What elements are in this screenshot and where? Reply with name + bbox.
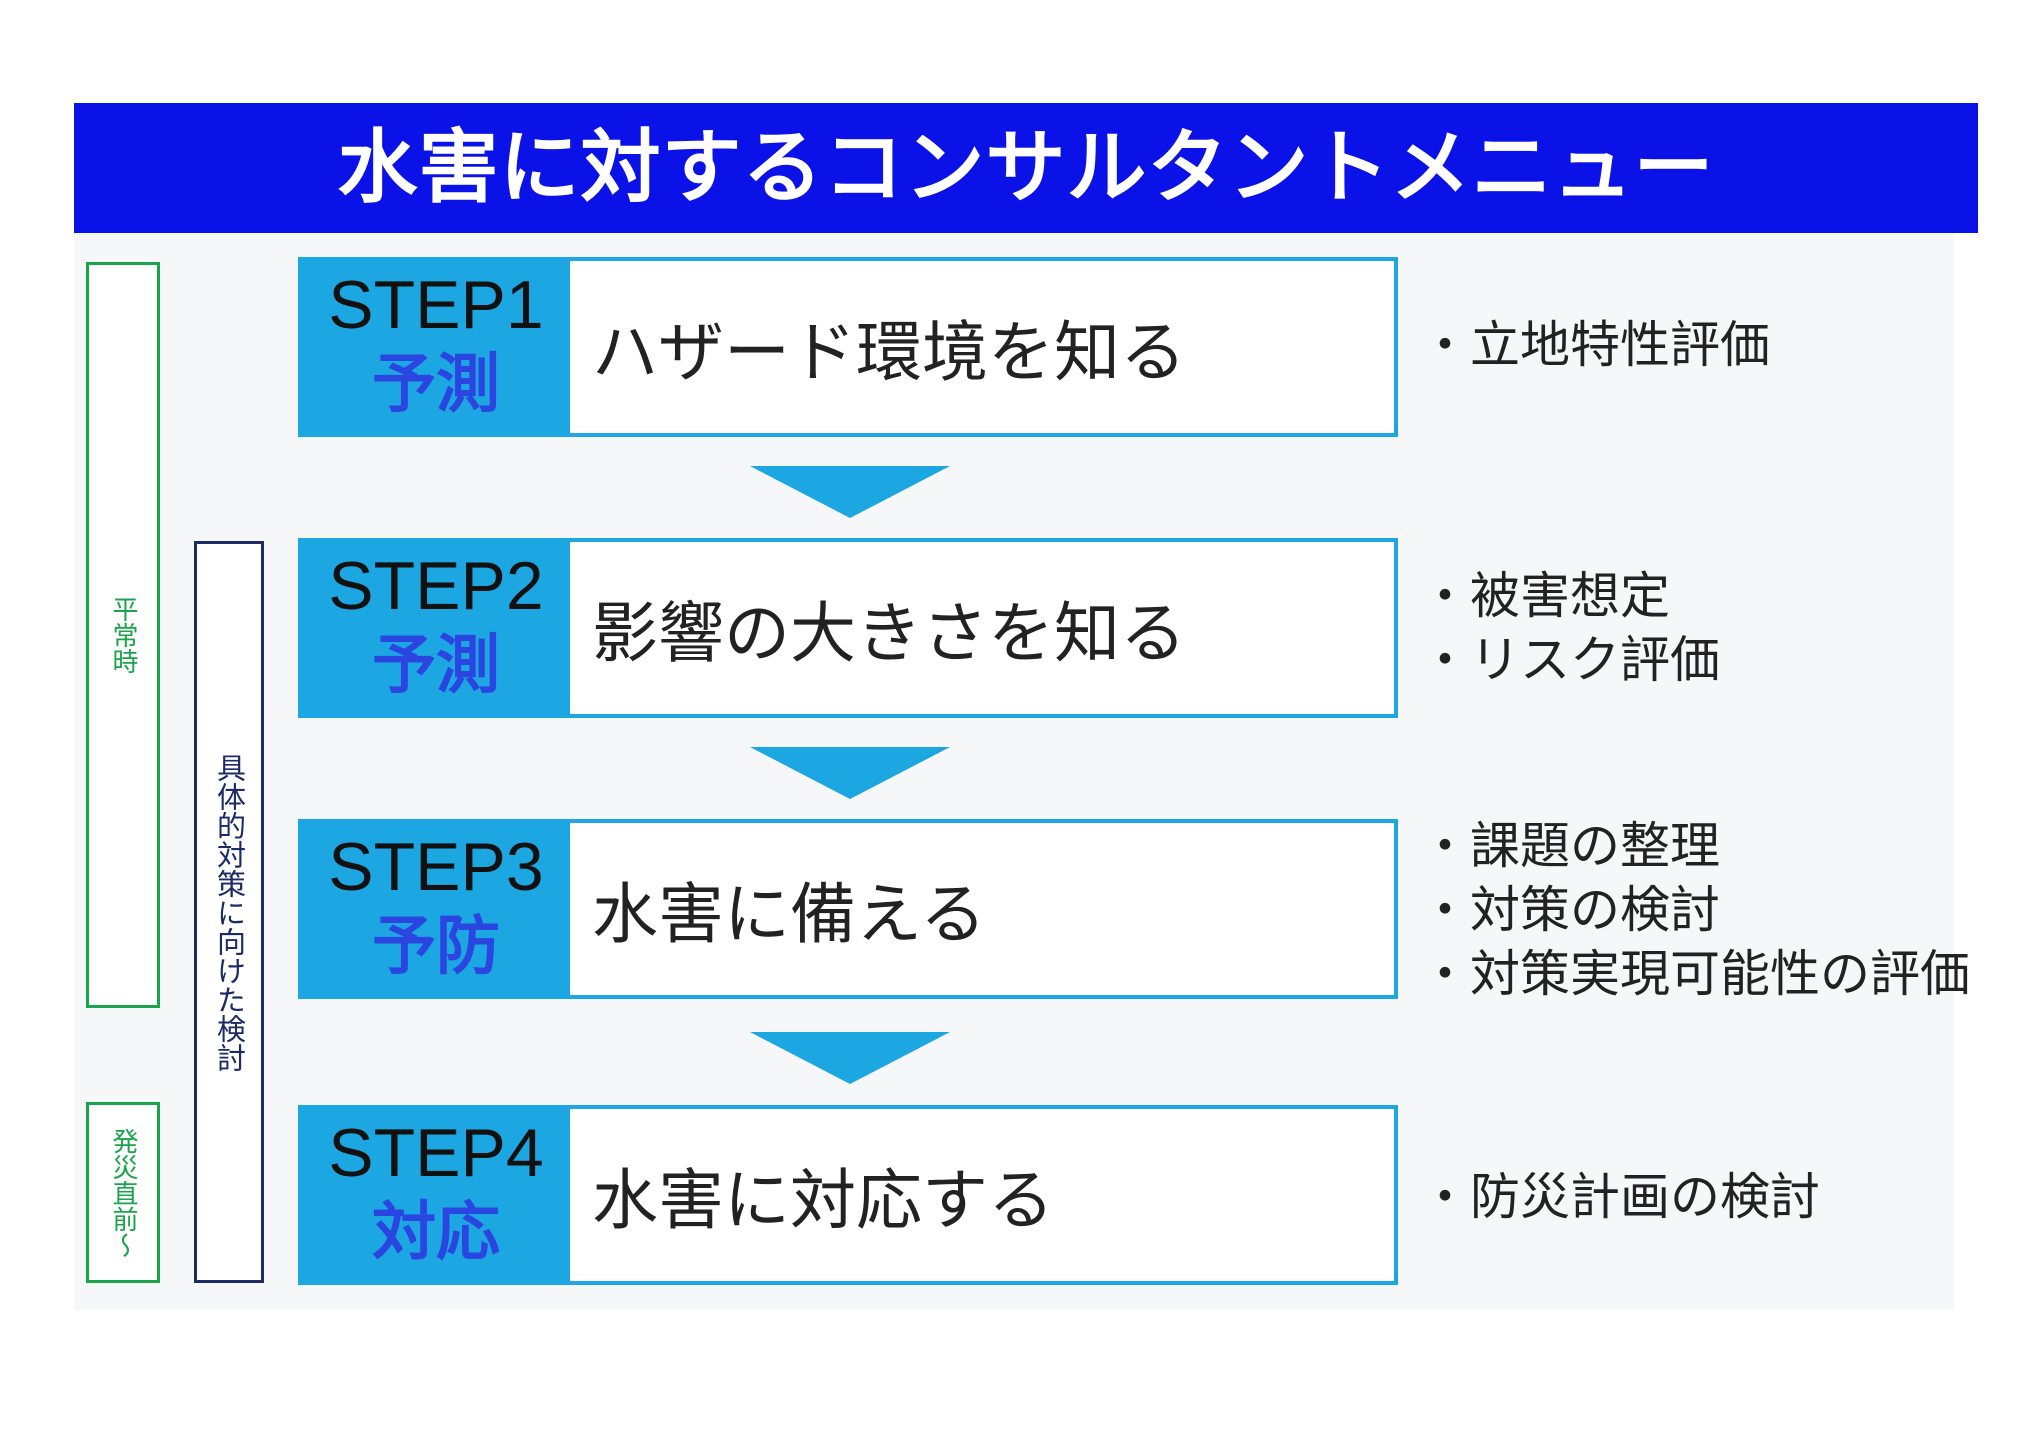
- step-item: ・被害想定: [1420, 567, 1670, 625]
- step-head-3: STEP3 予防: [302, 823, 570, 995]
- step-number: STEP1: [328, 267, 544, 343]
- step-head-4: STEP4 対応: [302, 1109, 570, 1281]
- step-1-items: ・立地特性評価: [1420, 313, 1980, 377]
- step-row-1: STEP1 予測 ハザード環境を知る: [298, 257, 1398, 437]
- step-item: ・立地特性評価: [1420, 316, 1770, 374]
- phase-label-normal: 平常時: [108, 596, 138, 674]
- step-row-4: STEP4 対応 水害に対応する: [298, 1105, 1398, 1285]
- step-phase: 予測: [372, 629, 500, 703]
- step-phase: 予測: [372, 348, 500, 422]
- step-row-2: STEP2 予測 影響の大きさを知る: [298, 538, 1398, 718]
- measure-box: 具体的対策に向けた検討: [194, 541, 264, 1283]
- step-phase: 予防: [372, 910, 500, 984]
- measure-label: 具体的対策に向けた検討: [212, 752, 247, 1072]
- down-arrow-icon: [750, 747, 950, 799]
- phase-box-normal: 平常時: [86, 262, 160, 1008]
- page-title: 水害に対するコンサルタントメニュー: [337, 121, 1715, 214]
- step-phase: 対応: [372, 1196, 500, 1270]
- step-head-1: STEP1 予測: [302, 261, 570, 433]
- step-title: ハザード環境を知る: [592, 314, 1186, 391]
- step-item: ・防災計画の検討: [1420, 1168, 1820, 1226]
- step-title: 影響の大きさを知る: [592, 595, 1186, 672]
- title-bar: 水害に対するコンサルタントメニュー: [74, 103, 1978, 233]
- step-3-items: ・課題の整理 ・対策の検討 ・対策実現可能性の評価: [1420, 814, 1980, 1006]
- step-row-3: STEP3 予防 水害に備える: [298, 819, 1398, 999]
- step-number: STEP4: [328, 1115, 544, 1191]
- step-item: ・リスク評価: [1420, 631, 1720, 689]
- step-title: 水害に備える: [592, 876, 987, 953]
- step-number: STEP3: [328, 829, 544, 905]
- step-head-2: STEP2 予測: [302, 542, 570, 714]
- down-arrow-icon: [750, 1032, 950, 1084]
- step-item: ・対策の検討: [1420, 881, 1720, 939]
- step-4-items: ・防災計画の検討: [1420, 1165, 1980, 1229]
- step-item: ・対策実現可能性の評価: [1420, 945, 1970, 1003]
- step-title: 水害に対応する: [592, 1162, 1054, 1239]
- phase-box-disaster: 発災直前〜: [86, 1102, 160, 1283]
- step-2-items: ・被害想定 ・リスク評価: [1420, 564, 1980, 692]
- phase-label-disaster: 発災直前〜: [108, 1127, 138, 1258]
- step-item: ・課題の整理: [1420, 817, 1720, 875]
- down-arrow-icon: [750, 466, 950, 518]
- step-number: STEP2: [328, 548, 544, 624]
